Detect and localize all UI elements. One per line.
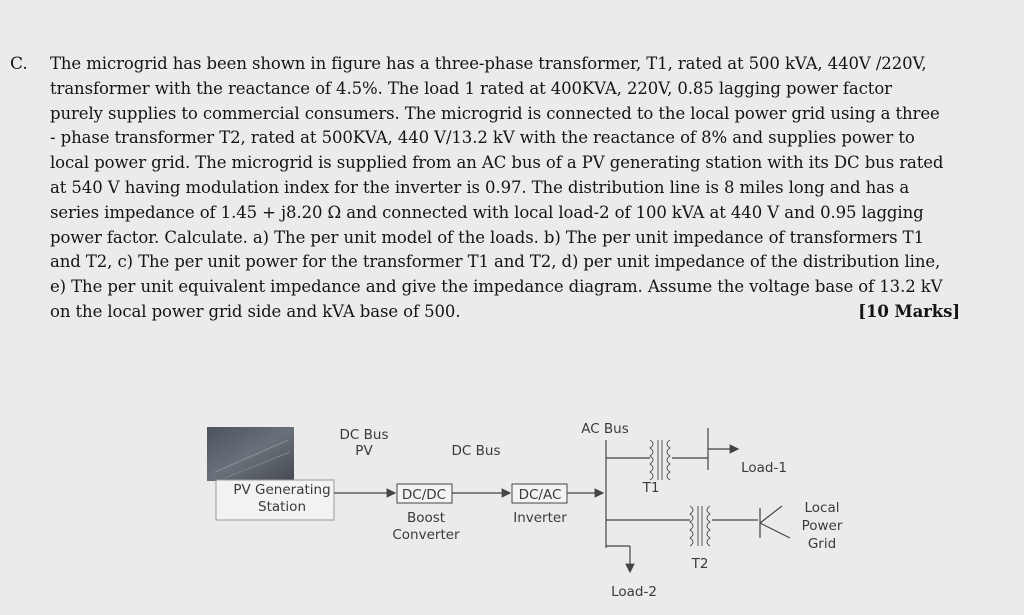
ac-bus-label: AC Bus [581,421,629,437]
question-line: power factor. Calculate. a) The per unit… [50,227,924,247]
question-line: The microgrid has been shown in figure h… [50,54,927,73]
question-line: transformer with the reactance of 4.5%. … [50,78,892,98]
pv-station-box [215,479,335,521]
dcdc-label: DC/DC [402,487,446,503]
question-line: on the local power grid side and kVA bas… [50,301,461,321]
load1-label: Load-1 [741,460,787,476]
question-block: C. The microgrid has been shown in figur… [10,52,985,325]
question-line: local power grid. The microgrid is suppl… [50,153,944,173]
dcac-label: DC/AC [519,487,562,503]
marks-label: [10 Marks] [858,301,960,321]
question-line: e) The per unit equivalent impedance and… [50,277,943,297]
inverter-label: Inverter [513,510,567,526]
question-line: - phase transformer T2, rated at 500KVA,… [50,128,915,148]
local-grid-symbol [759,505,791,539]
transformer-t2 [689,505,711,547]
question-line: at 540 V having modulation index for the… [50,177,910,197]
question-line: series impedance of 1.45 + j8.20 Ω and c… [50,202,924,222]
t1-label: T1 [642,480,660,496]
question-letter: C. [10,54,28,74]
load2-label: Load-2 [611,584,657,600]
transformer-t1 [649,439,671,481]
question-line: purely supplies to commercial consumers.… [50,103,940,123]
question-last-line: on the local power grid side and kVA bas… [50,300,960,325]
question-body: The microgrid has been shown in figure h… [50,52,985,325]
pv-panel-image [207,427,294,481]
question-line: and T2, c) The per unit power for the tr… [50,252,941,272]
t2-label: T2 [691,556,709,572]
dc-bus-label: DC Bus [452,443,501,459]
